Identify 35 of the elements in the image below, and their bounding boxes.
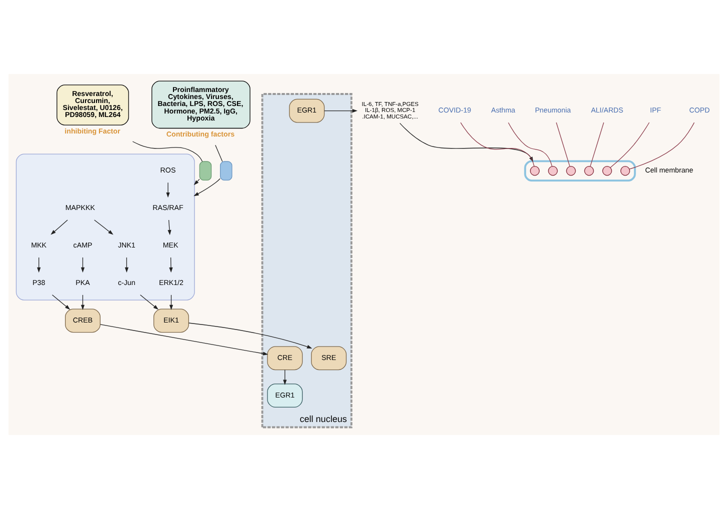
node-circle xyxy=(602,166,612,176)
node-circle xyxy=(530,166,540,176)
arrow xyxy=(169,294,174,310)
node-circle xyxy=(548,166,558,176)
connector xyxy=(556,122,570,166)
node-circle xyxy=(584,166,594,176)
connector xyxy=(132,140,203,162)
connector xyxy=(610,122,650,168)
node-circle xyxy=(566,166,576,176)
arrow xyxy=(194,178,200,185)
arrow xyxy=(37,256,41,272)
node-circle xyxy=(620,166,630,176)
arrow xyxy=(169,256,173,272)
connector xyxy=(629,122,695,169)
arrow xyxy=(80,294,85,310)
arrow xyxy=(168,219,172,235)
arrow xyxy=(324,108,358,112)
arrow xyxy=(188,322,312,348)
arrow xyxy=(50,219,68,234)
connector xyxy=(590,122,604,166)
arrow xyxy=(52,294,70,310)
arrow xyxy=(124,256,128,272)
arrow xyxy=(283,369,287,384)
cluster xyxy=(524,160,636,182)
connector xyxy=(215,144,223,162)
arrow xyxy=(94,219,114,234)
arrow xyxy=(166,182,170,198)
arrow xyxy=(80,256,85,272)
arrow xyxy=(194,178,220,196)
node-bar xyxy=(199,160,212,180)
connector xyxy=(508,122,552,166)
arrow xyxy=(100,324,268,355)
cluster xyxy=(16,153,195,300)
arrow xyxy=(140,294,158,310)
node-bar xyxy=(220,160,232,180)
